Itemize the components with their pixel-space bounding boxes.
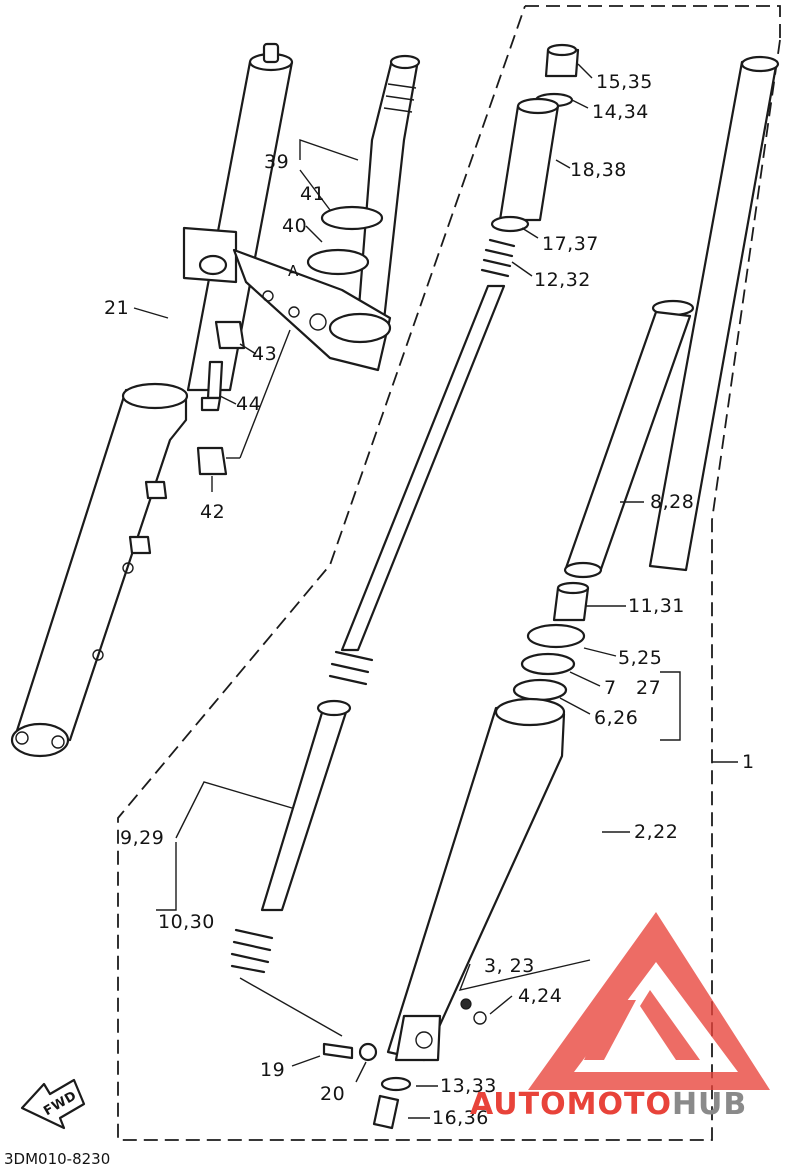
label-19: 19 (260, 1059, 285, 1081)
outer-tube-8-28 (563, 55, 780, 579)
label-39: 39 (264, 151, 289, 173)
label-3-23: 3, 23 (484, 955, 535, 977)
label-17-37: 17,37 (542, 233, 599, 255)
label-9-29: 9,29 (120, 827, 164, 849)
watermark-text-auto: AUTO (470, 1087, 567, 1122)
label-40: 40 (282, 215, 307, 237)
label-44: 44 (236, 393, 261, 415)
label-10-30: 10,30 (158, 911, 215, 933)
label-21: 21 (104, 297, 129, 319)
watermark-text-hub: HUB (672, 1087, 747, 1122)
drawing-code: 3DM010-8230 (4, 1150, 110, 1168)
label-16-36: 16,36 (432, 1107, 489, 1129)
seals-bushings (512, 581, 590, 702)
label-18-38: 18,38 (570, 159, 627, 181)
leader-lines (133, 63, 738, 1119)
label-27: 27 (636, 677, 661, 699)
watermark-text-moto: MOTO (567, 1087, 672, 1122)
label-4-24: 4,24 (518, 985, 562, 1007)
steering-stem-assembly: A (232, 54, 421, 372)
label-2-22: 2,22 (634, 821, 678, 843)
label-41: 41 (300, 183, 325, 205)
label-6-26: 6,26 (594, 707, 638, 729)
label-11-31: 11,31 (628, 595, 685, 617)
label-1: 1 (742, 751, 755, 773)
assembled-fork-21 (10, 42, 294, 758)
label-43: 43 (252, 343, 277, 365)
watermark-triangle-icon (528, 912, 770, 1090)
watermark-text: AUTOMOTOHUB (470, 1087, 747, 1122)
label-5-25: 5,25 (618, 647, 662, 669)
hardware-43-44-42 (196, 320, 291, 476)
label-14-34: 14,34 (592, 101, 649, 123)
label-42: 42 (200, 501, 225, 523)
label-13-33: 13,33 (440, 1075, 497, 1097)
lower-slider-2-22 (372, 697, 566, 1130)
fwd-arrow-icon: FWD (20, 1078, 86, 1130)
label-8-28: 8,28 (650, 491, 694, 513)
label-15-35: 15,35 (596, 71, 653, 93)
label-12-32: 12,32 (534, 269, 591, 291)
marker-a: A (288, 262, 299, 280)
watermark-logo (528, 912, 770, 1090)
assembly-outline (117, 5, 781, 1141)
label-7: 7 (604, 677, 617, 699)
part-labels: 15,35 14,34 18,38 17,37 12,32 39 41 40 2… (104, 71, 755, 1129)
label-20: 20 (320, 1083, 345, 1105)
inner-components (230, 43, 580, 1062)
